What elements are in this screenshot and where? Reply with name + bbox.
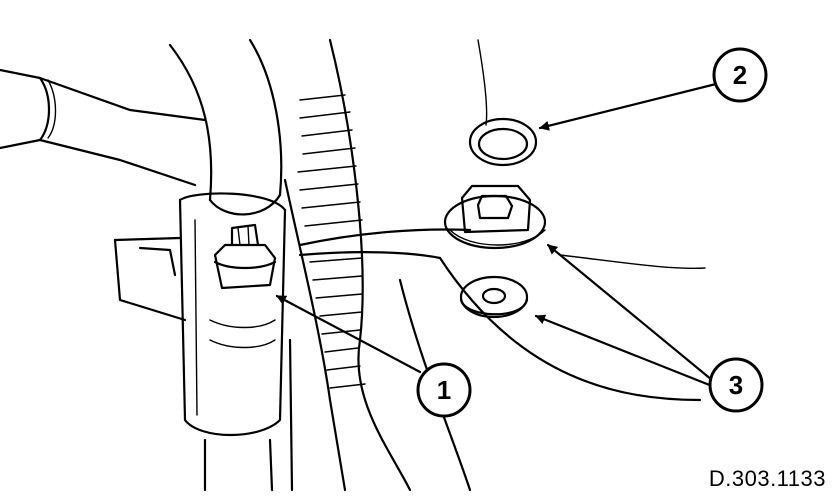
housing-edges: [298, 39, 706, 492]
leader-arrows: [275, 81, 722, 388]
bracket-housing: [113, 192, 294, 492]
callout-1: 1: [416, 362, 472, 418]
left-hose: [0, 68, 207, 187]
callout-3-label: 3: [729, 370, 743, 400]
mounting-nut: [213, 223, 277, 290]
callout-3: 3: [708, 357, 764, 413]
flanged-nut: [443, 184, 547, 250]
sealing-ring: [468, 117, 538, 167]
small-washer: [459, 275, 529, 319]
callout-2-label: 2: [733, 60, 747, 90]
curved-pipe: [168, 38, 283, 216]
callout-2: 2: [712, 47, 768, 103]
callout-1-label: 1: [437, 375, 451, 405]
reference-code: D.303.1133: [708, 466, 826, 491]
corrugated-hose: [283, 38, 412, 492]
